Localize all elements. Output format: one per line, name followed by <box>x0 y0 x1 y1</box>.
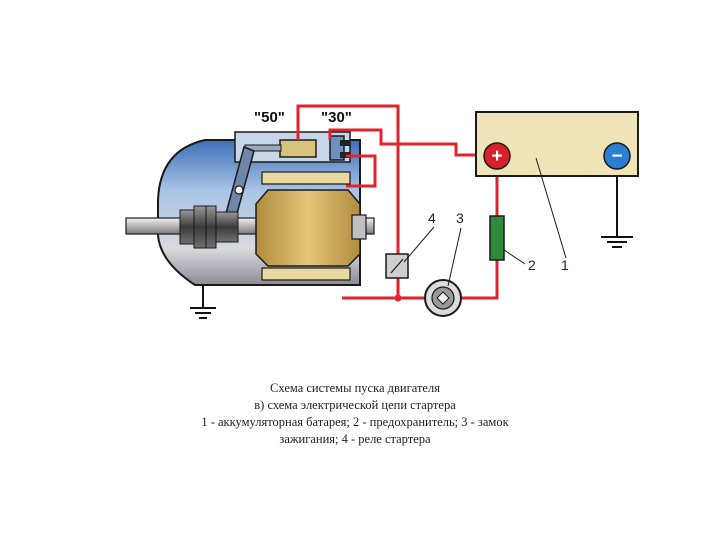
minus-icon: − <box>611 146 622 167</box>
terminal-30-label: "30" <box>321 109 352 126</box>
starter-motor <box>125 131 375 319</box>
leader-relay <box>403 226 435 263</box>
fuse <box>489 215 505 261</box>
battery: + − <box>475 111 639 248</box>
callout-1: 1 <box>561 257 569 273</box>
callout-3: 3 <box>456 210 464 226</box>
key-slot-icon <box>436 291 450 305</box>
leader-battery <box>535 157 567 259</box>
lever-pivot <box>234 185 244 195</box>
stator-pole-top <box>261 171 351 185</box>
caption-subtitle: в) схема электрической цепи стартера <box>254 398 456 412</box>
pinion-gear <box>179 205 239 249</box>
callout-4: 4 <box>428 210 436 226</box>
relay-contact-icon <box>390 258 404 274</box>
stator-pole-bottom <box>261 267 351 281</box>
contact-bolt <box>340 140 350 146</box>
plus-icon: + <box>491 146 502 167</box>
wire-50-to-relay <box>296 104 400 254</box>
diagram-caption: Схема системы пуска двигателя в) схема э… <box>120 380 590 448</box>
battery-ground-icon <box>601 236 633 248</box>
wire-field-loop <box>346 154 377 188</box>
contact-bolt <box>340 152 350 158</box>
ignition-switch <box>424 279 462 317</box>
armature <box>255 189 361 267</box>
caption-legend-line2: зажигания; 4 - реле стартера <box>279 432 431 446</box>
callout-leaders <box>403 157 567 287</box>
leader-fuse <box>503 249 526 265</box>
commutator <box>351 214 367 240</box>
starter-relay <box>385 253 409 279</box>
wire-junction-dot <box>394 294 402 302</box>
battery-positive-terminal <box>483 142 511 170</box>
battery-negative-terminal <box>603 142 631 170</box>
callout-2: 2 <box>528 257 536 273</box>
motor-ground-icon <box>190 307 216 319</box>
wire-30-to-battery <box>328 128 486 157</box>
wire-switch-to-fuse <box>462 260 499 300</box>
terminal-50-label: "50" <box>254 109 285 126</box>
solenoid-plunger <box>279 139 317 158</box>
leader-switch <box>447 227 462 287</box>
circuit-wires <box>296 104 499 300</box>
caption-title: Схема системы пуска двигателя <box>270 381 440 395</box>
caption-legend-line1: 1 - аккумуляторная батарея; 2 - предохра… <box>201 415 509 429</box>
